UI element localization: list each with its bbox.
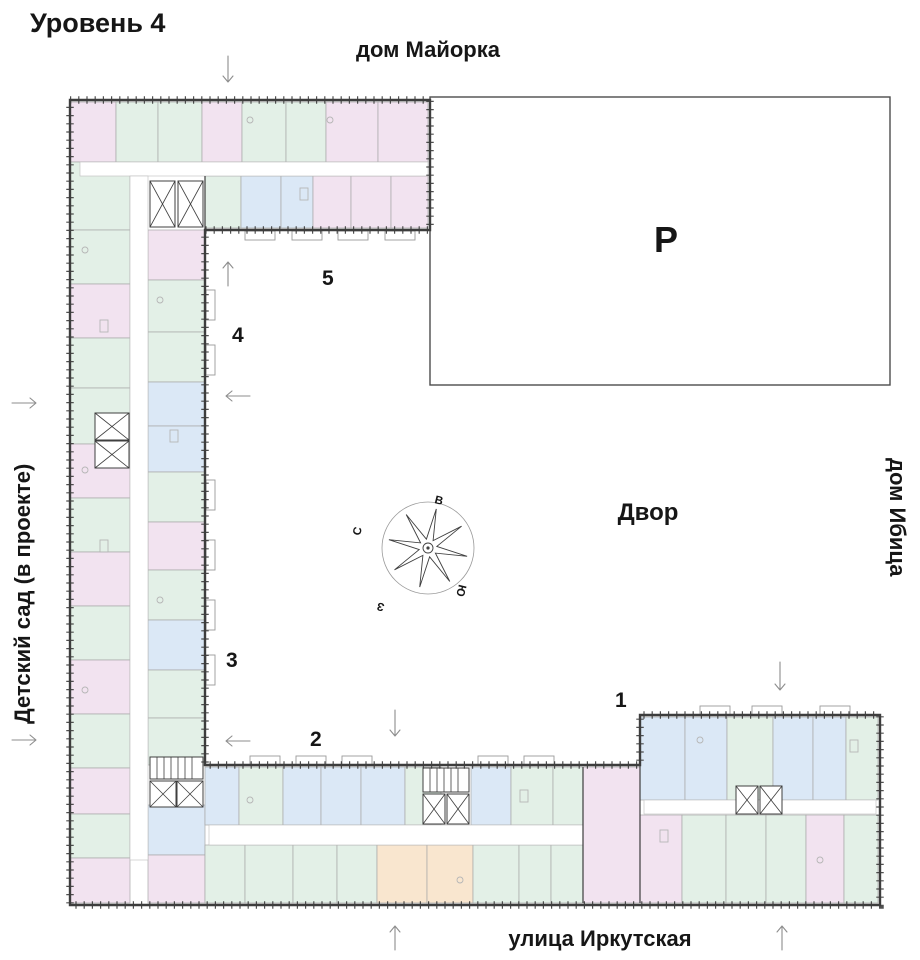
- page-title: Уровень 4: [30, 8, 165, 38]
- corridors: [79, 161, 877, 861]
- arrow-street-up-right: [776, 925, 788, 951]
- section-number-5: 5: [322, 267, 334, 290]
- arrow-left-upper: [11, 397, 37, 409]
- arrow-street-up-left: [389, 925, 401, 951]
- elevator-core-left-wing: [94, 412, 130, 469]
- label-house-mayorka: дом Майорка: [356, 37, 501, 62]
- label-house-ibiza: дом Ибица: [885, 458, 910, 577]
- compass-south-label: Ю: [453, 583, 468, 598]
- elevator-core-bottom-wing: [422, 767, 470, 825]
- arrow-courtyard-down-left: [389, 709, 401, 737]
- parking-area: [429, 96, 891, 386]
- section-numbers: 5 4 3 2 1: [226, 267, 627, 751]
- label-courtyard: Двор: [618, 499, 679, 526]
- fixture-marks: [81, 116, 859, 884]
- arrow-courtyard-down-right: [774, 661, 786, 691]
- section-number-1: 1: [615, 689, 627, 712]
- arrow-top-down: [222, 55, 234, 83]
- section-number-4: 4: [232, 324, 244, 347]
- label-street: улица Иркутская: [508, 926, 691, 951]
- entrance-arrows: [11, 55, 788, 951]
- stair-core-left-lower: [149, 756, 204, 808]
- arrow-courtyard-left-lower: [225, 735, 251, 747]
- arrow-courtyard-left-upper: [225, 390, 251, 402]
- section-number-3: 3: [226, 649, 238, 672]
- exterior-walls: [66, 96, 884, 909]
- arrow-left-lower: [11, 734, 37, 746]
- section-number-2: 2: [310, 728, 322, 751]
- label-kindergarten: Детский сад (в проекте): [10, 464, 35, 724]
- compass-west-label: З: [376, 599, 386, 612]
- apartment-units: [69, 101, 879, 904]
- compass-north-label: С: [351, 526, 365, 537]
- elevator-core-top: [149, 180, 204, 228]
- label-parking: Р: [654, 219, 678, 260]
- arrow-courtyard-up: [222, 261, 234, 287]
- compass-east-label: В: [433, 494, 444, 508]
- compass-rose: В С Ю З: [351, 494, 475, 613]
- plan-labels: Уровень 4 дом Майорка Р Двор дом Ибица Д…: [10, 8, 910, 951]
- elevator-core-section-1: [735, 785, 783, 815]
